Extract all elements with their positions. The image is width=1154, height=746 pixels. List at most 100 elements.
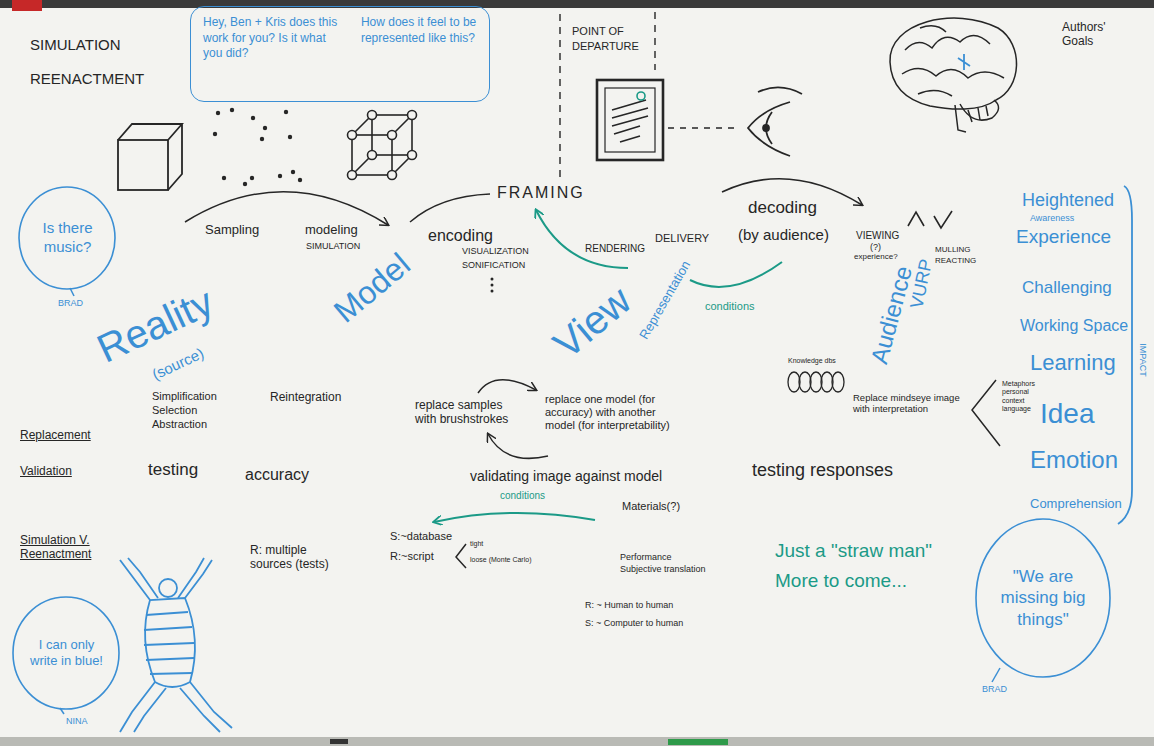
ellipsis-dots [491, 290, 494, 293]
ellipsis-dots [491, 278, 494, 281]
board-note: decoding [748, 198, 817, 218]
stage-word: View [544, 276, 641, 368]
board-note: REACTING [935, 256, 976, 266]
audience-symbols [908, 212, 924, 226]
board-note: MULLING [935, 245, 971, 255]
board-note: tight [470, 540, 483, 548]
dashed-divider [560, 12, 655, 178]
dashed-divider [559, 14, 560, 178]
replace-loop-arrows [478, 380, 536, 393]
striped-figure [144, 612, 194, 674]
stage-word: Idea [1040, 397, 1095, 431]
knowledge-coil [788, 372, 844, 392]
condition-arrows [690, 262, 782, 287]
board-note: loose (Monte Carlo) [470, 556, 531, 564]
knowledge-coil [788, 372, 800, 392]
stage-word: Emotion [1030, 446, 1118, 475]
knowledge-coil [810, 372, 822, 392]
framed-picture [597, 80, 663, 160]
board-note: More to come... [775, 570, 907, 593]
striped-figure [120, 682, 166, 732]
board-note: S:~database [390, 530, 452, 543]
striped-figure [120, 558, 232, 732]
sample-dots [213, 132, 217, 136]
board-frame [0, 737, 1154, 746]
board-note: encoding [428, 226, 493, 245]
board-note: FRAMING [497, 183, 585, 202]
board-note: DELIVERY [655, 232, 709, 245]
framed-picture [612, 100, 648, 142]
board-note: BRAD [982, 684, 1007, 695]
board-note: Performance [620, 552, 672, 563]
brain-drawing [890, 18, 1017, 132]
board-note: Validation [20, 464, 72, 478]
board-note: SIMULATION [30, 36, 121, 54]
board-note: (source) [149, 344, 206, 384]
sample-dots [298, 178, 302, 182]
speech-tails [992, 668, 1000, 682]
board-note: SONIFICATION [462, 260, 525, 271]
board-note: Sampling [205, 222, 259, 238]
board-note: R:~script [390, 550, 434, 563]
striped-figure [178, 558, 212, 598]
striped-figure [120, 558, 158, 600]
speech-text: Hey, Ben + Kris does this work for you? … [203, 15, 345, 93]
board-note: VURP [906, 257, 938, 310]
condition-arrows [434, 210, 782, 522]
board-frame [0, 0, 1154, 8]
speech-tails [60, 288, 1000, 714]
ellipsis-dots [491, 284, 494, 287]
sample-dots [291, 170, 295, 174]
board-note: replace samples with brushstrokes [415, 398, 527, 427]
board-note: conditions [705, 300, 755, 313]
board-note: Heightened [1022, 190, 1114, 212]
board-note: SIMULATION [306, 241, 360, 252]
impact-bracket [1118, 186, 1132, 524]
bubble-text-holder: Is there music? [34, 219, 101, 257]
board-note: Replace mindseye image with interpretati… [853, 392, 961, 415]
process-arcs [185, 179, 862, 225]
striped-figure [180, 682, 232, 732]
sample-dots [251, 116, 255, 120]
board-note: RENDERING [585, 243, 645, 255]
audience-symbols [934, 211, 952, 228]
board-note: experience? [854, 252, 898, 262]
wireframe-cube [368, 111, 377, 120]
wireframe-cube [348, 171, 357, 180]
process-arcs [185, 192, 388, 225]
eye-drawing [758, 87, 802, 94]
board-note: testing responses [752, 460, 893, 482]
ellipsis-dots [491, 278, 494, 293]
sample-dots [213, 108, 302, 186]
wireframe-cube [348, 131, 357, 140]
dashed-divider [654, 12, 655, 70]
board-note: modeling [305, 222, 358, 238]
solid-cube [118, 140, 168, 190]
sample-dots [243, 182, 247, 186]
brain-drawing [958, 54, 970, 70]
wireframe-cube [352, 115, 412, 175]
speech-bubble: "We are missing big things" [975, 518, 1111, 678]
knowledge-coil [821, 372, 833, 392]
bubble-outline [976, 519, 1110, 677]
board-note: Materials(?) [622, 500, 680, 513]
stage-word: Learning [1030, 350, 1116, 376]
speech-box: Hey, Ben + Kris does this work for you? … [190, 6, 490, 102]
sample-dots [216, 111, 220, 115]
stage-word: Audience [865, 263, 919, 367]
impact-bracket [1118, 186, 1132, 524]
board-note: Comprehension [1030, 496, 1122, 512]
board-note: testing [148, 460, 198, 480]
stage-word: Model [326, 245, 417, 330]
striped-figure [159, 579, 177, 597]
board-note: accuracy [245, 465, 309, 484]
wireframe-cube [408, 111, 417, 120]
board-frame [668, 739, 728, 745]
board-note: IMPACT [1138, 343, 1149, 376]
solid-cube [118, 124, 182, 190]
bubble-text-holder: "We are missing big things" [997, 566, 1089, 630]
bubble-text: "We are missing big things" [997, 566, 1089, 630]
bubble-outline [12, 596, 120, 710]
